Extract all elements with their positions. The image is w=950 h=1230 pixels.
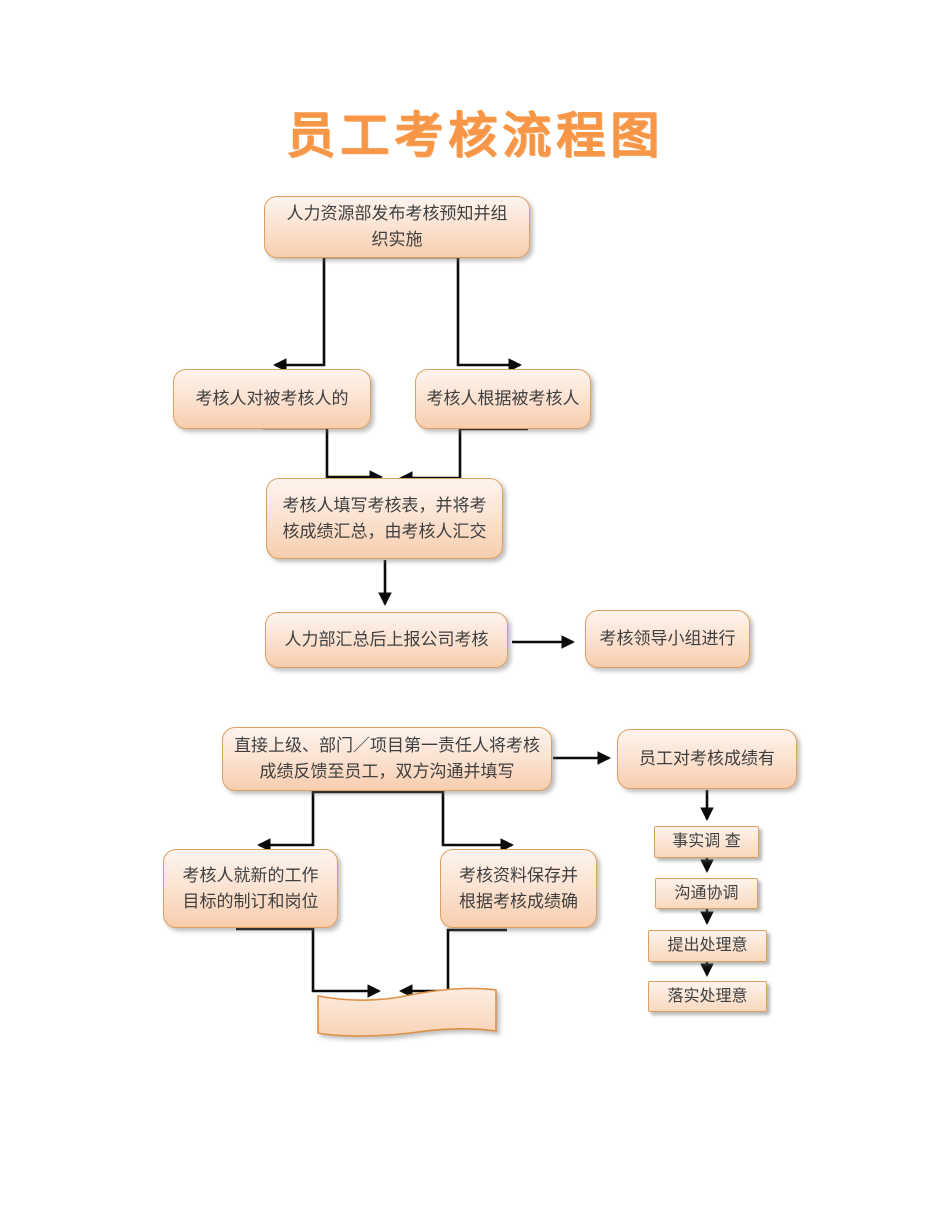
node-assessor-criteria: 考核人对被考核人的 — [173, 369, 371, 429]
node-new-goals: 考核人就新的工作目标的制订和岗位 — [163, 849, 338, 928]
node-hr-report: 人力部汇总后上报公司考核 — [265, 612, 508, 668]
node-fill-form: 考核人填写考核表，并将考核成绩汇总，由考核人汇交 — [266, 478, 503, 559]
node-leader-group: 考核领导小组进行 — [585, 610, 750, 668]
node-step-fact-check: 事实调 查 — [654, 826, 759, 858]
arrow-hr-to-assessor-right — [400, 255, 523, 372]
page-title: 员工考核流程图 — [285, 108, 664, 163]
node-employee-objection: 员工对考核成绩有 — [617, 729, 797, 789]
arrow-feedback-to-archive — [385, 790, 515, 852]
node-step-communicate: 沟通协调 — [655, 878, 758, 909]
arrow-goals-to-document — [236, 927, 382, 998]
node-archive: 考核资料保存并根据考核成绩确 — [440, 849, 597, 928]
arrow-feedback-to-goals — [256, 790, 385, 852]
node-step-propose: 提出处理意 — [648, 930, 767, 962]
node-assessor-basis: 考核人根据被考核人 — [415, 369, 591, 429]
document-wave-shape — [317, 987, 497, 1037]
node-hr-publish: 人力资源部发布考核预知并组织实施 — [264, 196, 530, 258]
arrow-assessor-left-to-form — [263, 426, 384, 484]
node-step-implement: 落实处理意 — [648, 981, 767, 1012]
arrow-archive-to-document — [398, 928, 507, 998]
arrow-assessor-right-to-form — [398, 427, 528, 485]
arrow-hr-to-assessor-left — [272, 255, 400, 372]
node-feedback: 直接上级、部门／项目第一责任人将考核成绩反馈至员工，双方沟通并填写 — [222, 727, 552, 791]
